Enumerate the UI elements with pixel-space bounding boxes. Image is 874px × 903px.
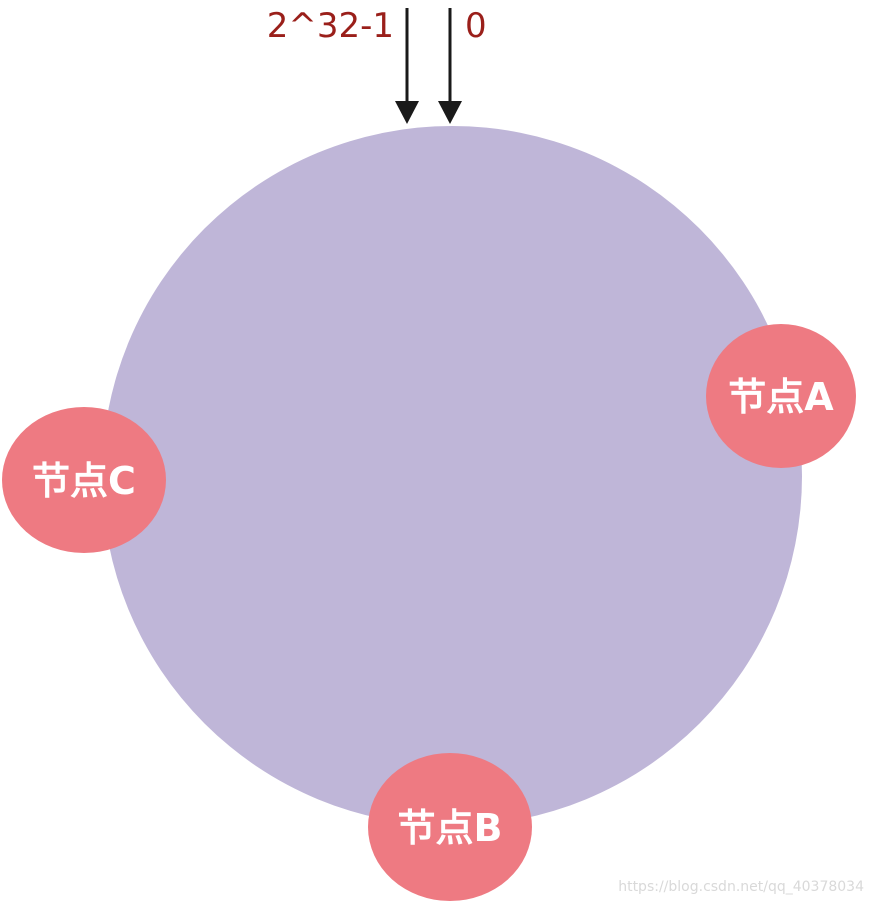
watermark: https://blog.csdn.net/qq_40378034 [618, 879, 864, 895]
end-arrowhead [395, 101, 419, 124]
ring-end-label: 2^32-1 [267, 6, 394, 46]
node-c: 节点C [2, 407, 166, 553]
node-a-label: 节点A [728, 375, 834, 419]
node-b: 节点B [368, 753, 532, 901]
node-b-ellipse [368, 753, 532, 901]
ring-start-label: 0 [465, 6, 487, 46]
node-c-ellipse [2, 407, 166, 553]
node-a-ellipse [706, 324, 856, 468]
node-a: 节点A [706, 324, 856, 468]
start-arrowhead [438, 101, 462, 124]
hash-ring [102, 126, 802, 826]
node-c-label: 节点C [32, 459, 136, 503]
ring-end-markers: 2^32-1 0 [267, 6, 487, 124]
node-b-label: 节点B [398, 806, 503, 850]
